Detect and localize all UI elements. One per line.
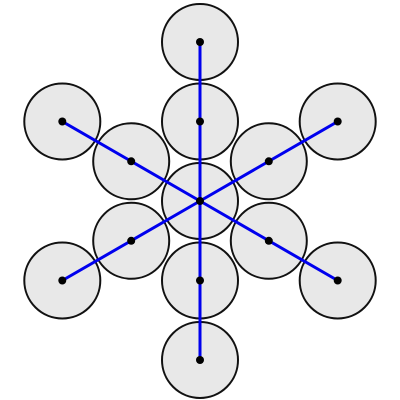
node-center [196,197,204,205]
node-layer [58,38,342,364]
node-lower-left-2 [58,276,67,285]
node-up-1 [196,117,204,126]
node-lower-left-1 [127,236,136,245]
node-up-2 [196,38,204,46]
node-lower-right-1 [264,236,273,245]
node-down-1 [196,276,204,285]
node-upper-left-2 [58,117,67,126]
node-upper-left-1 [127,157,136,166]
node-upper-right-1 [264,157,273,166]
node-down-2 [196,356,204,364]
node-upper-right-2 [333,117,342,126]
node-lower-right-2 [333,276,342,285]
